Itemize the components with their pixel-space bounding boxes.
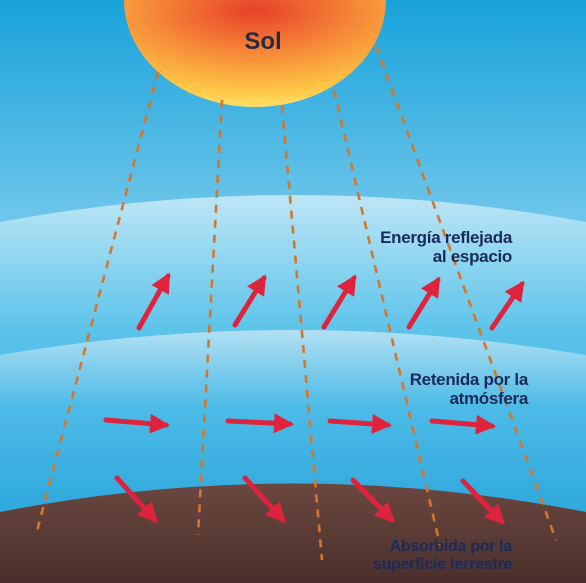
- retained-energy-label-line1: Retenida por la: [409, 370, 529, 389]
- retained-arrow: [429, 414, 496, 435]
- reflected-arrow: [232, 274, 267, 328]
- reflected-energy-label-line2: al espacio: [432, 247, 513, 267]
- retained-arrow: [225, 413, 294, 434]
- reflected-energy-label: Energía reflejada al espacio: [380, 228, 512, 266]
- solar-ray: [374, 45, 558, 541]
- retained-energy-label: Retenida por la atmósfera: [409, 370, 529, 409]
- retained-energy-label-line2: atmósfera: [449, 389, 528, 409]
- reflected-arrow: [321, 274, 357, 330]
- solar-ray: [196, 99, 224, 536]
- absorbed-energy-label: Absorbida por la superficie terrestre: [373, 538, 512, 574]
- absorbed-arrows: [114, 475, 505, 525]
- absorbed-arrow: [114, 475, 158, 523]
- reflected-arrow: [406, 276, 441, 330]
- absorbed-arrow: [350, 477, 395, 523]
- retained-arrows: [103, 413, 496, 435]
- retained-arrow: [327, 413, 392, 434]
- reflected-arrow: [489, 280, 525, 331]
- absorbed-arrow: [242, 475, 286, 523]
- solar-ray: [34, 71, 160, 536]
- absorbed-arrow: [460, 478, 505, 525]
- reflected-arrows: [136, 272, 525, 331]
- reflected-arrow: [136, 272, 171, 331]
- solar-ray: [280, 105, 324, 561]
- solar-rays: [34, 45, 558, 561]
- retained-arrow: [103, 413, 170, 434]
- reflected-energy-label-line1: Energía reflejada: [380, 228, 512, 247]
- sun-label: Sol: [244, 28, 282, 55]
- absorbed-energy-label-line2: superficie terrestre: [373, 555, 512, 573]
- solar-ray: [332, 89, 442, 546]
- absorbed-energy-label-line1: Absorbida por la: [389, 538, 513, 555]
- sun: [124, 0, 386, 107]
